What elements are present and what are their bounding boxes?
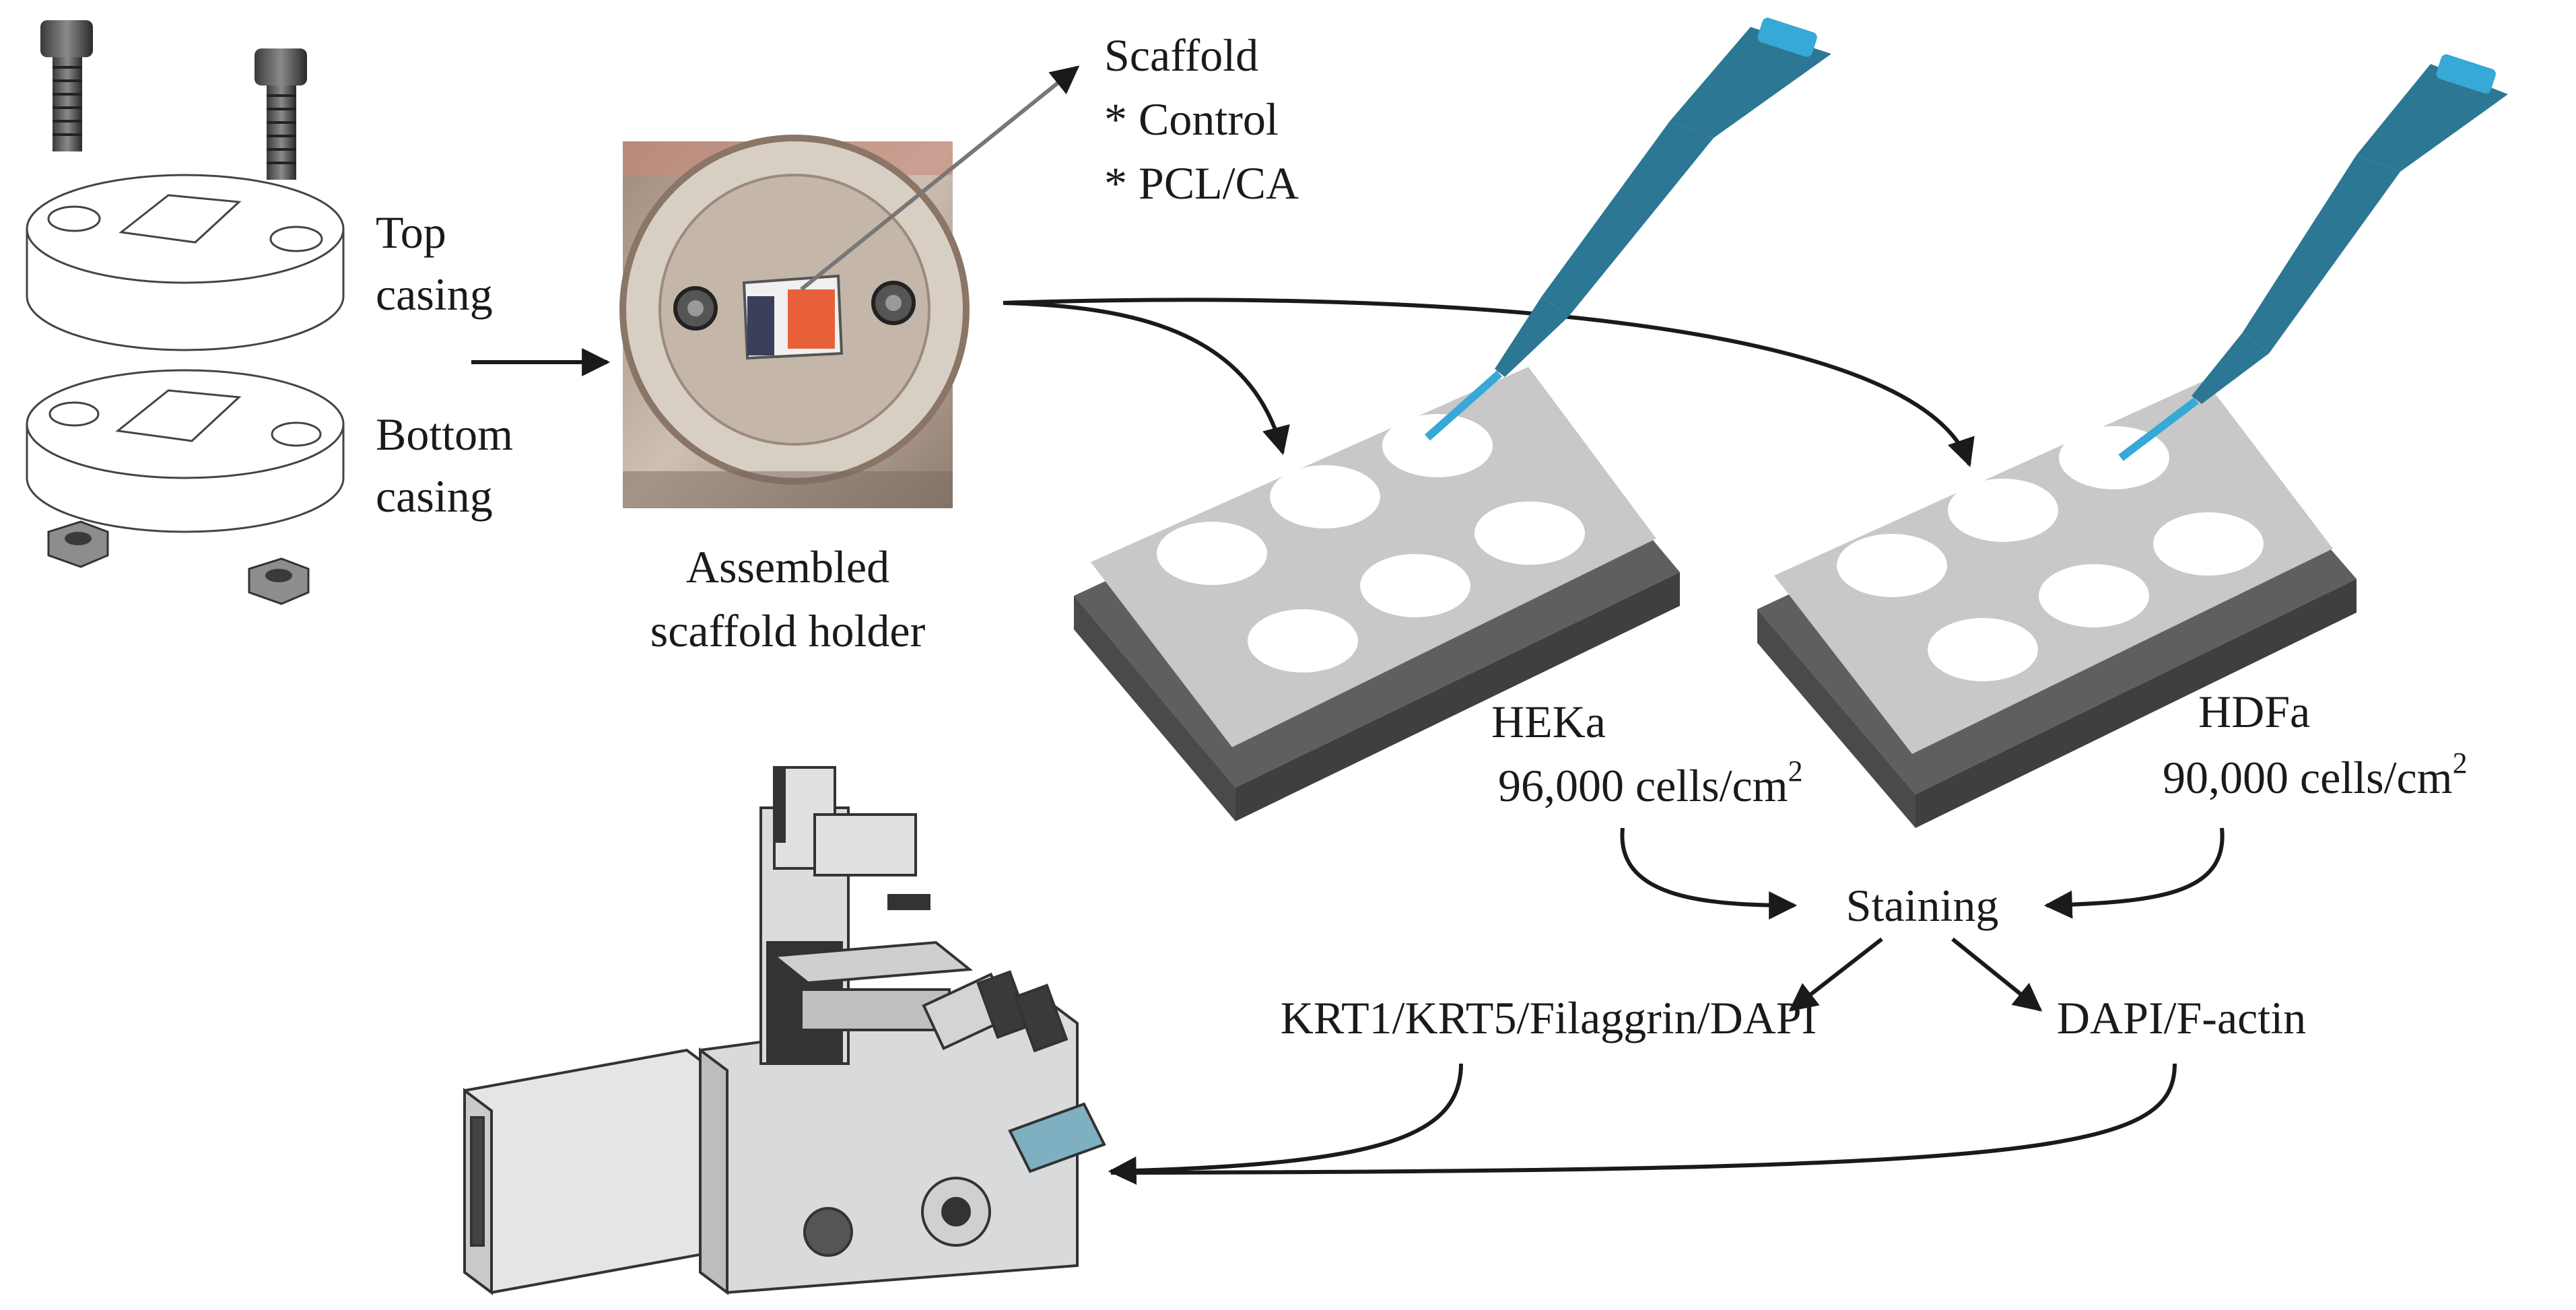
label-scaffold: Scaffold [1104, 30, 1258, 81]
arrow-to-heka-plate [1003, 301, 1290, 456]
label-assembled-2: scaffold holder [650, 605, 926, 656]
bottom-casing-disc-icon [26, 369, 345, 533]
label-staining: Staining [1846, 880, 1999, 931]
label-scaffold-pclca: * PCL/CA [1104, 158, 1299, 209]
arrow-staining-to-right [1951, 937, 2043, 1012]
label-heka: HEKa [1491, 696, 1606, 747]
nut-icon [248, 557, 310, 605]
holder-photo [619, 135, 970, 508]
screw-icon [40, 20, 93, 151]
arrow-left-to-microscope [1108, 1063, 1463, 1185]
label-top-casing-2: casing [376, 269, 493, 320]
arrow-staining-to-left [1788, 937, 1883, 1012]
label-hdfa-density: 90,000 cells/cm2 [2163, 747, 2468, 803]
pipette-icon [1425, 18, 1831, 441]
label-stain-right: DAPI/F-actin [2057, 992, 2306, 1043]
well-plate-icon-hdfa [1757, 380, 2357, 828]
nut-icon [47, 520, 109, 568]
arrow-hdfa-to-staining [2043, 827, 2225, 919]
arrow-to-hdfa-plate [1003, 298, 1975, 467]
label-stain-left: KRT1/KRT5/Filaggrin/DAPI [1281, 992, 1817, 1043]
label-bottom-casing-1: Bottom [376, 409, 513, 460]
microscope-icon [463, 766, 1106, 1295]
label-top-casing-1: Top [376, 207, 446, 258]
pipette-icon [2118, 54, 2508, 461]
label-hdfa: HDFa [2198, 686, 2310, 737]
well-plate-icon-heka [1074, 367, 1680, 821]
label-heka-density: 96,000 cells/cm2 [1498, 755, 1803, 811]
arrow-heka-to-staining [1620, 827, 1798, 920]
label-assembled-1: Assembled [686, 541, 889, 592]
arrow-right-to-microscope [1110, 1063, 2177, 1175]
screw-icon [255, 48, 307, 180]
arrow-to-scaffold-label [800, 65, 1080, 291]
top-casing-disc-icon [26, 174, 345, 351]
label-bottom-casing-2: casing [376, 471, 493, 522]
label-scaffold-control: * Control [1104, 94, 1279, 145]
